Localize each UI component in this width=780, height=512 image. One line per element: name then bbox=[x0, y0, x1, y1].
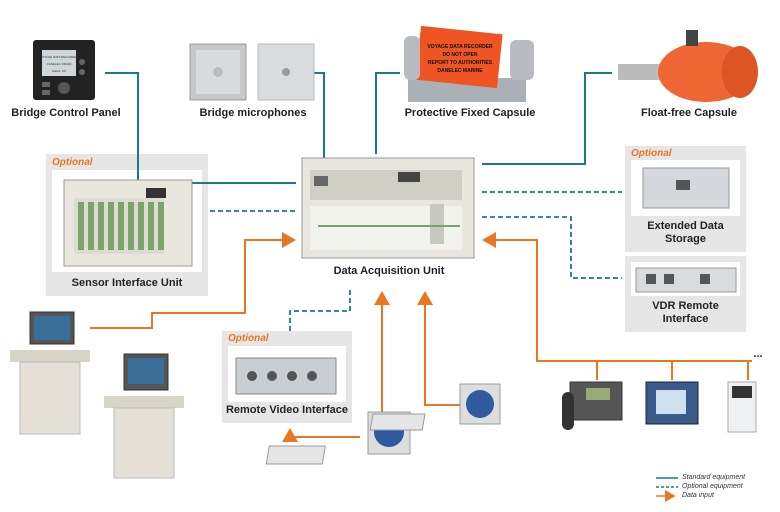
console-workstation-2 bbox=[104, 353, 184, 479]
svg-text:VOYAGE DATA RECORDER: VOYAGE DATA RECORDER bbox=[427, 44, 493, 50]
extended-data-storage-device bbox=[642, 167, 730, 209]
svg-text:DANELEC MARINE: DANELEC MARINE bbox=[437, 68, 483, 74]
bridge-microphones-label: Bridge microphones bbox=[199, 107, 307, 119]
data-input-connections bbox=[90, 232, 752, 442]
sensor-interface-unit-label: Sensor Interface Unit bbox=[71, 277, 183, 289]
bridge-control-panel-label: Bridge Control Panel bbox=[11, 107, 121, 119]
sensor-interface-unit-device bbox=[63, 179, 193, 267]
svg-text:REPORT TO AUTHORITIES: REPORT TO AUTHORITIES bbox=[428, 60, 493, 66]
protective-fixed-capsule-device: VOYAGE DATA RECORDER DO NOT OPEN REPORT … bbox=[404, 25, 534, 102]
legend-swatches bbox=[656, 477, 678, 502]
float-free-capsule-label: Float-free Capsule bbox=[641, 107, 737, 119]
data-acquisition-unit-label: Data Acquisition Unit bbox=[333, 265, 445, 277]
extended-data-storage-label: Extended Data Storage bbox=[647, 220, 724, 245]
navigation-device bbox=[645, 381, 699, 425]
radar-display-2 bbox=[369, 383, 501, 431]
optional-connections bbox=[210, 191, 622, 331]
bridge-control-panel-device: VOYAGE DATA RECORDER DANELEC DM100 Statu… bbox=[33, 40, 95, 100]
optional-label-storage: Optional bbox=[631, 148, 672, 159]
svg-text:DANELEC DM100: DANELEC DM100 bbox=[47, 62, 72, 66]
vdr-remote-interface-label: VDR Remote Interface bbox=[652, 300, 719, 325]
legend-data-input: Data input bbox=[682, 492, 714, 499]
float-free-capsule-device bbox=[618, 30, 758, 102]
optional-label-sensor: Optional bbox=[52, 157, 93, 168]
remote-video-interface-device bbox=[235, 357, 337, 395]
remote-video-interface-label: Remote Video Interface bbox=[225, 404, 349, 416]
svg-text:DO NOT OPEN: DO NOT OPEN bbox=[442, 52, 477, 58]
svg-text:VOYAGE DATA RECORDER: VOYAGE DATA RECORDER bbox=[40, 55, 80, 59]
vdr-remote-interface-device bbox=[635, 267, 737, 293]
optional-label-remote-video: Optional bbox=[228, 333, 269, 344]
svg-text:Status: OK: Status: OK bbox=[52, 69, 67, 73]
protective-fixed-capsule-label: Protective Fixed Capsule bbox=[404, 107, 536, 119]
legend-optional: Optional equipment bbox=[682, 483, 743, 490]
cabinet-device bbox=[727, 381, 757, 433]
bridge-microphones-device bbox=[189, 43, 315, 101]
console-workstation-1 bbox=[10, 311, 90, 435]
radio-device bbox=[562, 381, 623, 430]
more-equipment-ellipsis: ... bbox=[753, 348, 763, 360]
data-acquisition-unit-device bbox=[301, 157, 475, 259]
legend-standard: Standard equipment bbox=[682, 474, 746, 481]
